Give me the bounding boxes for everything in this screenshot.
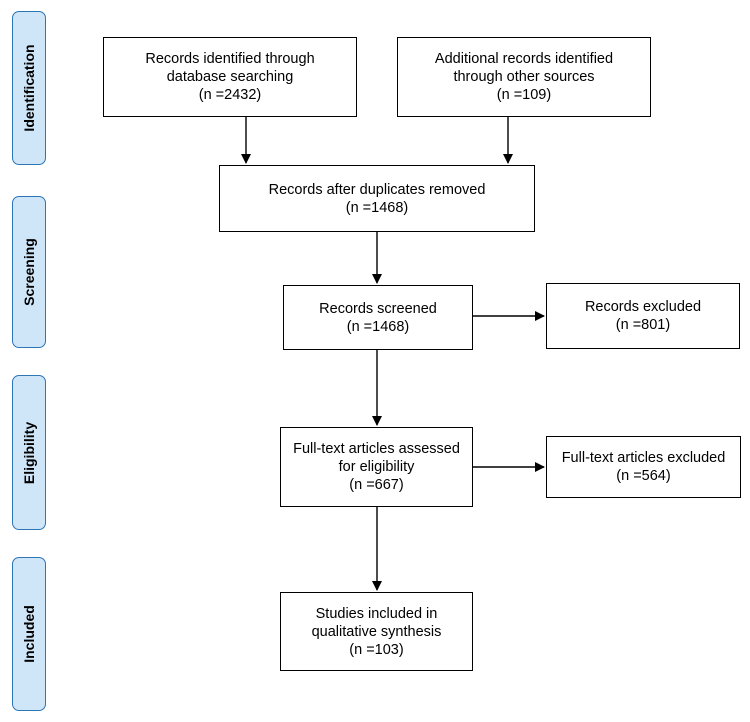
box-database-line2: database searching: [166, 69, 294, 85]
box-fulltext-line1: Full-text articles assessed: [293, 441, 460, 457]
box-included-line2: qualitative synthesis: [311, 623, 442, 640]
box-included-count: (n =103): [349, 641, 404, 658]
box-studies-included: Studies included in qualitative synthesi…: [280, 592, 473, 671]
box-duplicates-line1: Records after duplicates removed: [268, 181, 486, 198]
box-other-line2: through other sources: [453, 69, 595, 85]
box-included-line1: Studies included in: [315, 605, 438, 622]
box-records-excluded: Records excluded (n =801): [546, 283, 740, 349]
phase-eligibility: Eligibility: [12, 375, 46, 530]
box-excluded-line1: Records excluded: [584, 299, 702, 315]
box-fulltext-excluded-count: (n =564): [616, 468, 671, 484]
box-fulltext-count: (n =667): [349, 477, 404, 493]
box-database-count: (n =2432): [198, 87, 262, 103]
box-fulltext-assessed: Full-text articles assessed for eligibil…: [280, 427, 473, 507]
box-fulltext-excluded-line1: Full-text articles excluded: [561, 450, 726, 466]
box-excluded-count: (n =801): [615, 317, 671, 333]
box-fulltext-line2: for eligibility: [338, 459, 415, 475]
box-screened-count: (n =1468): [346, 318, 410, 335]
box-other-sources: Additional records identified through ot…: [397, 37, 651, 117]
box-screened-line1: Records screened: [319, 300, 437, 317]
box-other-count: (n =109): [496, 87, 552, 103]
phase-screening: Screening: [12, 196, 46, 348]
box-database-line1: Records identified through: [145, 51, 315, 67]
phase-included: Included: [12, 557, 46, 711]
box-other-line1: Additional records identified: [434, 51, 614, 67]
box-duplicates-removed: Records after duplicates removed (n =146…: [219, 165, 535, 232]
box-database-records: Records identified through database sear…: [103, 37, 357, 117]
box-records-screened: Records screened (n =1468): [283, 285, 473, 350]
phase-identification: Identification: [12, 11, 46, 165]
box-fulltext-excluded: Full-text articles excluded (n =564): [546, 436, 741, 498]
box-duplicates-count: (n =1468): [345, 199, 409, 216]
